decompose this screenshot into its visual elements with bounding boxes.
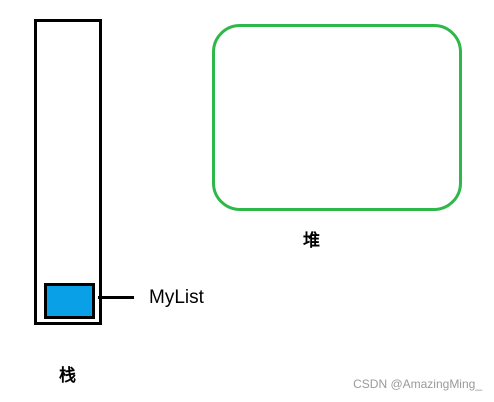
stack-label: 栈 bbox=[59, 366, 76, 386]
reference-connector bbox=[98, 296, 134, 299]
watermark: CSDN @AmazingMing_ bbox=[353, 377, 482, 391]
stack-frame bbox=[34, 19, 102, 325]
heap-label: 堆 bbox=[303, 231, 320, 251]
variable-label: MyList bbox=[149, 287, 204, 308]
heap-region bbox=[212, 24, 462, 211]
stack-variable-cell bbox=[44, 283, 95, 319]
